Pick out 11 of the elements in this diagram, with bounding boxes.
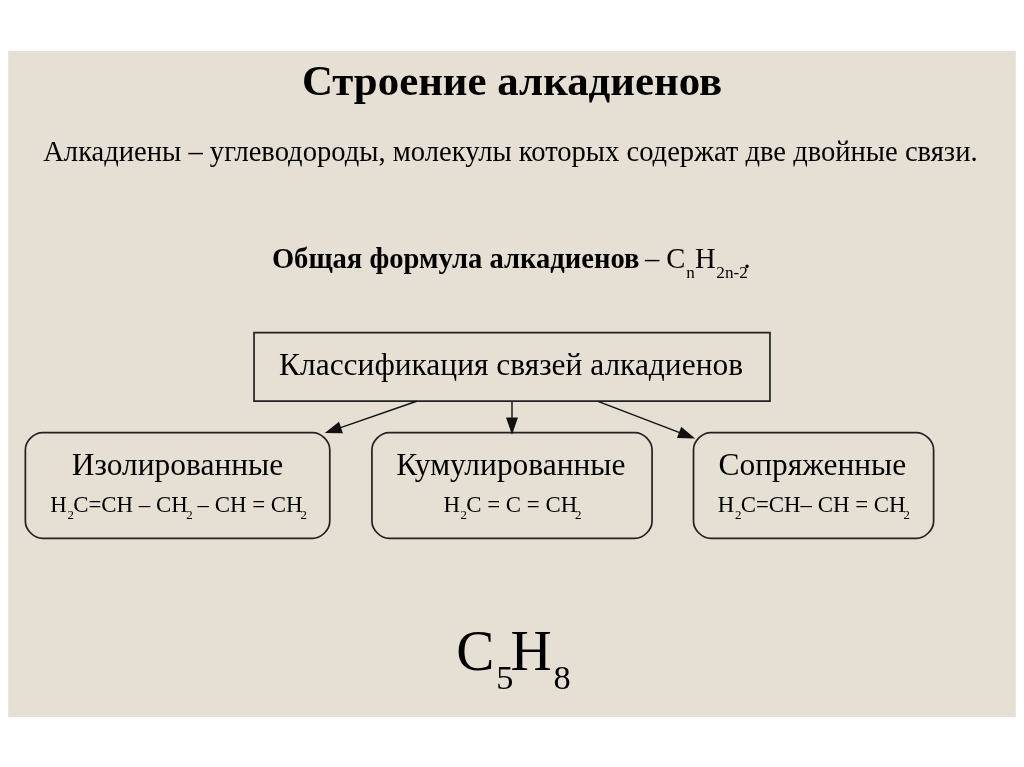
arrow: [506, 400, 518, 435]
label: C$_{5}$H$_{8}$: [456, 618, 571, 696]
label: Алкадиены – углеводороды, молекулы которых содержат две двойные связи.: [43, 135, 978, 167]
arrow: [597, 400, 696, 439]
diagram-title: Строение алкадиенов: [301, 56, 723, 104]
node-box: Кумулированные H$_{2}$C = C = CH$_{2}$: [371, 431, 653, 539]
node-box: Сопряженные H$_{2}$C=CH– CH = CH$_{2}$: [692, 431, 935, 539]
arrow: [324, 400, 418, 433]
label: Общая формула алкадиенов – C$_{n}$H$_{2n-2}$.: [271, 242, 751, 282]
node-box: Изолированные H$_{2}$C=CH – CH$_{2}$ – CH = CH$_{2}$: [24, 431, 331, 539]
node-box: Классификация связей алкадиенов: [253, 331, 771, 402]
